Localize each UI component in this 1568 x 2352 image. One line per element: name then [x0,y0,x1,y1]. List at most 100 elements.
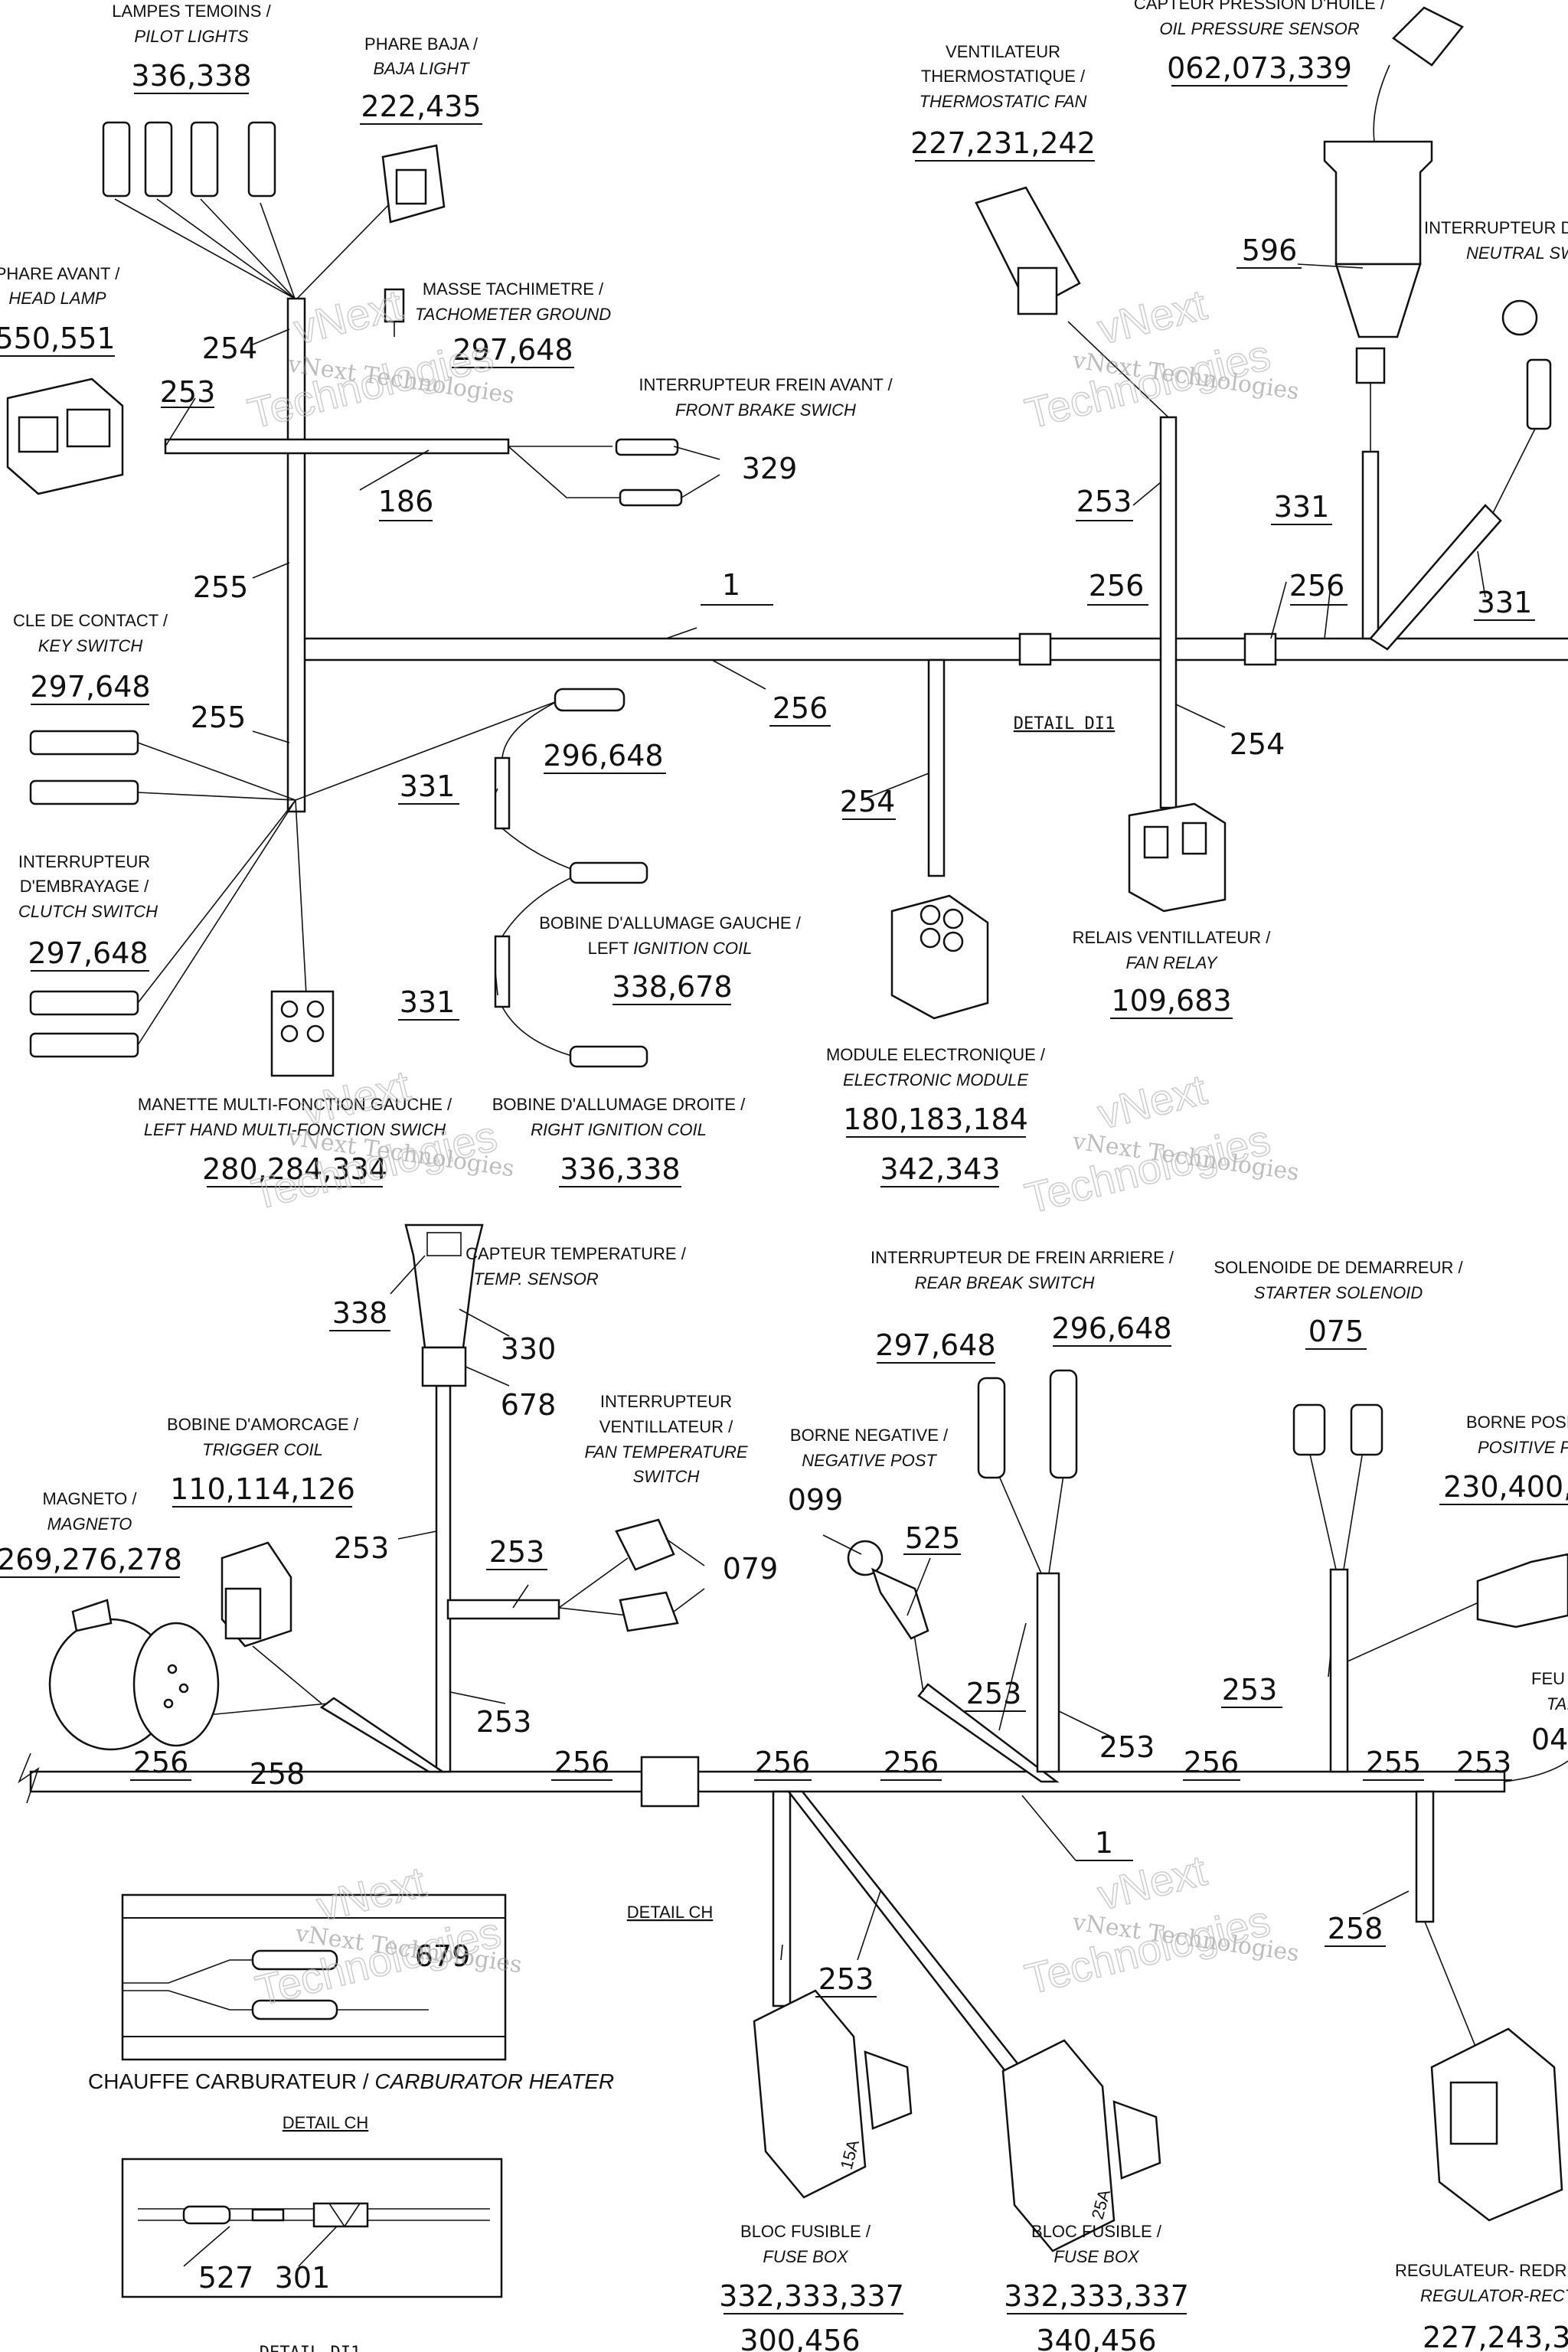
positive-post-en: POSITIVE PO [1478,1438,1568,1457]
ref-254-c: 254 [1230,727,1285,761]
ref-301: 301 [275,2261,331,2295]
trigger-coil-refs: 110,114,126 [170,1472,355,1506]
rear-brake-fr: INTERRUPTEUR DE FREIN ARRIERE / [871,1248,1174,1267]
ref-253-d: 253 [489,1535,545,1569]
ref-253-e: 253 [476,1705,532,1739]
ref-338: 338 [332,1296,388,1330]
pilot-lights-fr: LAMPES TEMOINS / [112,2,271,21]
svg-text:vNext: vNext [1093,1065,1212,1138]
ref-1-bottom: 1 [1095,1826,1113,1860]
thermo-fan-refs: 227,231,242 [910,126,1096,160]
magneto-refs: 269,276,278 [0,1543,182,1576]
fuse-box-2-refs-2: 340,456 [1036,2324,1156,2352]
ref-256-h: 256 [1184,1746,1240,1779]
electronic-module-connector [890,894,989,1020]
fuse-box-2: 25A [1001,2039,1161,2252]
baja-light-fr: PHARE BAJA / [364,34,479,54]
ref-331-d: 331 [400,985,456,1019]
svg-text:vNext: vNext [1093,280,1212,354]
thermo-fan-en: THERMOSTATIC FAN [920,92,1087,111]
ref-253-c: 253 [334,1531,390,1565]
oil-pressure-en: OIL PRESSURE SENSOR [1159,19,1359,38]
regulator-fr: REGULATEUR- REDRES [1395,2261,1568,2280]
ref-099: 099 [788,1483,844,1517]
key-switch-fr: CLE DE CONTACT / [13,611,168,630]
ref-255-c: 255 [1366,1746,1422,1779]
electronic-module-refs-1: 180,183,184 [843,1102,1028,1136]
ref-329: 329 [742,452,798,485]
ignition-terminals [554,688,648,1068]
fuse-box-2-en: FUSE BOX [1054,2247,1140,2266]
ref-253-h: 253 [1222,1673,1278,1707]
neutral-switch-terminal [1501,299,1552,430]
ref-253-i: 253 [1456,1746,1512,1779]
ref-254-b: 254 [840,785,896,818]
tail-light-en: TAI [1547,1694,1568,1713]
ref-079: 079 [723,1552,779,1586]
svg-text:vNext: vNext [289,280,408,354]
fan-relay-fr: RELAIS VENTILLATEUR / [1073,928,1272,947]
key-switch-en: KEY SWITCH [38,636,143,655]
trigger-coil-connector [220,1541,292,1648]
regulator-refs: 227,243,3 [1423,2321,1568,2352]
clutch-switch-refs: 297,648 [28,936,148,970]
positive-post-fr: BORNE POSITI [1466,1413,1568,1432]
negative-post-fr: BORNE NEGATIVE / [790,1426,949,1445]
ref-254: 254 [202,332,258,365]
temp-sensor-en: TEMP. SENSOR [473,1269,599,1289]
baja-light-connector [381,144,446,224]
ref-296-648-b: 296,648 [1051,1312,1171,1345]
thermo-fan-fr2: THERMOSTATIQUE / [921,67,1086,86]
left-coil-fr: BOBINE D'ALLUMAGE GAUCHE / [539,913,802,933]
fuse-box-1-refs-2: 300,456 [740,2324,860,2352]
starter-solenoid-en: STARTER SOLENOID [1254,1283,1423,1302]
tail-light-refs: 04 [1531,1723,1568,1756]
right-coil-en: RIGHT IGNITION COIL [531,1120,707,1139]
ref-296-648-a: 296,648 [543,739,663,773]
fuse-box-1-en: FUSE BOX [763,2247,849,2266]
ref-253-j: 253 [818,1962,874,1996]
fan-temp-switch-fr2: VENTILLATEUR / [599,1417,733,1436]
detail-ch-caption: DETAIL CH [283,2113,368,2132]
ref-255-b: 255 [191,701,247,734]
trigger-coil-fr: BOBINE D'AMORCAGE / [167,1415,359,1434]
head-lamp-refs: 550,551 [0,322,116,355]
ref-256-b: 256 [1089,569,1145,603]
starter-solenoid-refs: 075 [1308,1315,1364,1348]
upper-connectors [6,6,1552,1077]
pilot-lights-refs: 336,338 [131,59,251,93]
rear-brake-en: REAR BREAK SWITCH [915,1273,1095,1292]
lh-switch-fr: MANETTE MULTI-FONCTION GAUCHE / [138,1095,452,1114]
ref-527: 527 [198,2261,254,2295]
key-switch-terminals [29,730,139,805]
lh-switch-refs: 280,284,334 [202,1152,387,1186]
ref-256-f: 256 [755,1746,811,1779]
lower-harness [18,1384,1568,2099]
ref-297-648-b: 297,648 [875,1328,995,1362]
ref-253-b: 253 [1076,485,1132,518]
fuse-box-1-fr: BLOC FUSIBLE / [740,2222,871,2241]
fan-relay-connector [1128,802,1227,913]
magneto-connector [48,1599,220,1751]
ref-256-e: 256 [554,1746,610,1779]
oil-pressure-fr: CAPTEUR PRESSION D'HUILE / [1134,0,1386,13]
ref-253-g: 253 [1099,1730,1155,1764]
ref-258-b: 258 [1328,1912,1383,1945]
detail-di1-callout: DETAIL DI1 [1014,714,1115,733]
detail-di1-caption: DETAIL DI1 [260,2344,361,2352]
ref-679: 679 [415,1939,471,1973]
positive-post-refs: 230,400, [1443,1470,1568,1504]
ref-253-f: 253 [966,1677,1022,1710]
tach-ground-fr: MASSE TACHIMETRE / [423,279,604,299]
regulator-connector [1430,2027,1563,2222]
tail-light-fr: FEU [1531,1669,1565,1688]
head-lamp-en: HEAD LAMP [8,289,106,308]
pilot-lights-en: PILOT LIGHTS [134,27,248,46]
tach-ground-refs: 297,648 [452,333,573,367]
thermo-fan-connector [975,186,1081,315]
negative-post-en: NEGATIVE POST [802,1451,937,1470]
front-brake-terminals [615,438,683,507]
magneto-fr: MAGNETO / [42,1489,137,1508]
negative-post-terminal [847,1540,929,1640]
